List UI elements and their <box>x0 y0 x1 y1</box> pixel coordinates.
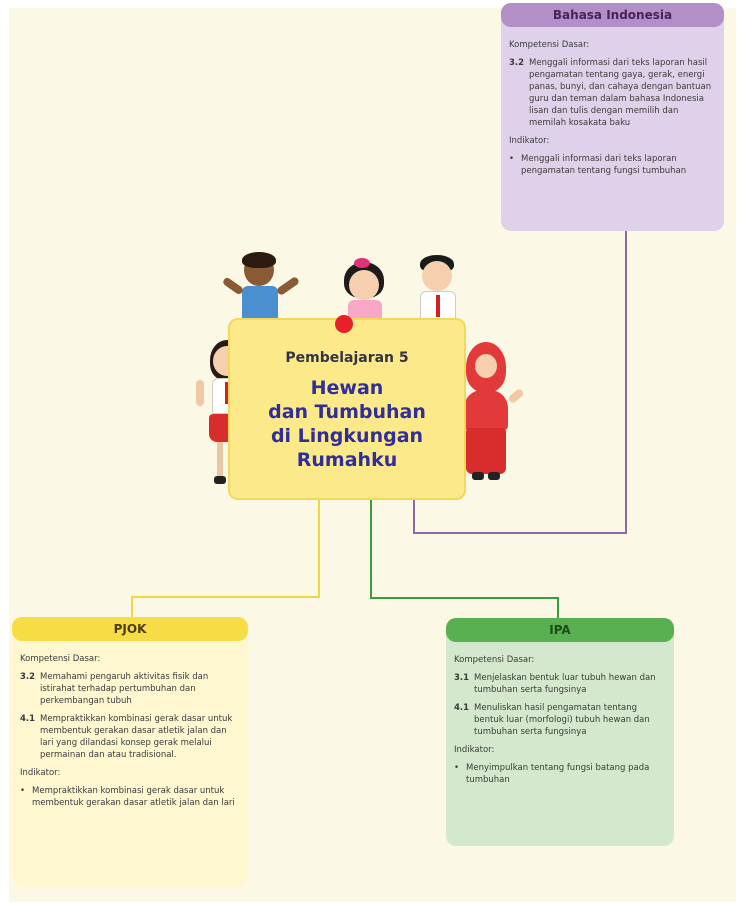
kd-label: Kompetensi Dasar: <box>20 654 101 664</box>
lesson-title: Hewan dan Tumbuhan di Lingkungan Rumahku <box>228 376 466 472</box>
kd-item: 3.2 Menggali informasi dari teks laporan… <box>509 57 716 129</box>
connector-ipa-drop <box>557 597 559 619</box>
indicator-item: • Menggali informasi dari teks laporan p… <box>509 153 716 177</box>
lesson-subtitle: Pembelajaran 5 <box>285 350 409 366</box>
connector-pjok-drop <box>131 596 133 618</box>
connector-bi <box>625 231 627 533</box>
indicator-text: Menyimpulkan tentang fungsi batang pada … <box>466 763 650 785</box>
kd-number: 3.2 <box>509 58 525 68</box>
kd-text: Memahami pengaruh aktivitas fisik dan is… <box>40 672 209 706</box>
kd-label: Kompetensi Dasar: <box>454 655 535 665</box>
kd-item: 4.1 Mempraktikkan kombinasi gerak dasar … <box>20 713 240 761</box>
indicator-text: Menggali informasi dari teks laporan pen… <box>521 154 687 176</box>
connector-ipa-horizontal <box>370 597 559 599</box>
kd-number: 3.2 <box>20 672 36 682</box>
connector-pjok-stem <box>318 500 320 597</box>
pjok-card: PJOK Kompetensi Dasar: 3.2 Memahami peng… <box>12 617 248 887</box>
kd-text: Menuliskan hasil pengamatan tentang bent… <box>474 703 650 737</box>
indicator-text: Mempraktikkan kombinasi gerak dasar untu… <box>32 786 235 808</box>
lesson-title-line: di Lingkungan <box>270 425 424 447</box>
connector-bi-stem <box>413 500 415 534</box>
kd-text: Mempraktikkan kombinasi gerak dasar untu… <box>40 714 233 760</box>
connector-bi-horizontal <box>413 532 627 534</box>
girl-hijab-illustration <box>456 342 526 502</box>
kd-number: 4.1 <box>20 714 36 724</box>
bullet-icon: • <box>20 786 26 796</box>
pjok-header: PJOK <box>12 617 248 641</box>
bullet-icon: • <box>509 154 515 164</box>
kd-number: 4.1 <box>454 703 470 713</box>
lesson-title-line: Rumahku <box>296 449 398 471</box>
ipa-header: IPA <box>446 618 674 642</box>
kd-label: Kompetensi Dasar: <box>509 40 590 50</box>
lesson-title-line: dan Tumbuhan <box>268 401 426 423</box>
kd-number: 3.1 <box>454 673 470 683</box>
indicator-item: • Menyimpulkan tentang fungsi batang pad… <box>454 762 666 786</box>
bahasa-indonesia-header: Bahasa Indonesia <box>501 3 724 27</box>
indicator-label: Indikator: <box>509 136 550 146</box>
ipa-card: IPA Kompetensi Dasar: 3.1 Menjelaskan be… <box>446 618 674 846</box>
lesson-title-line: Hewan <box>310 377 384 399</box>
kd-item: 3.2 Memahami pengaruh aktivitas fisik da… <box>20 671 240 707</box>
connector-pjok-horizontal <box>131 596 320 598</box>
pin-icon <box>335 315 353 333</box>
girl-middle-illustration <box>330 258 400 330</box>
connector-ipa-stem <box>370 500 372 598</box>
indicator-item: • Mempraktikkan kombinasi gerak dasar un… <box>20 785 240 809</box>
bahasa-indonesia-card: Bahasa Indonesia Kompetensi Dasar: 3.2 M… <box>501 3 724 231</box>
indicator-label: Indikator: <box>20 768 61 778</box>
kd-item: 4.1 Menuliskan hasil pengamatan tentang … <box>454 702 666 738</box>
kd-text: Menjelaskan bentuk luar tubuh hewan dan … <box>474 673 656 695</box>
kd-text: Menggali informasi dari teks laporan has… <box>529 58 712 128</box>
bullet-icon: • <box>454 763 460 773</box>
indicator-label: Indikator: <box>454 745 495 755</box>
lesson-title-scroll: Pembelajaran 5 Hewan dan Tumbuhan di Lin… <box>228 318 466 500</box>
kd-item: 3.1 Menjelaskan bentuk luar tubuh hewan … <box>454 672 666 696</box>
